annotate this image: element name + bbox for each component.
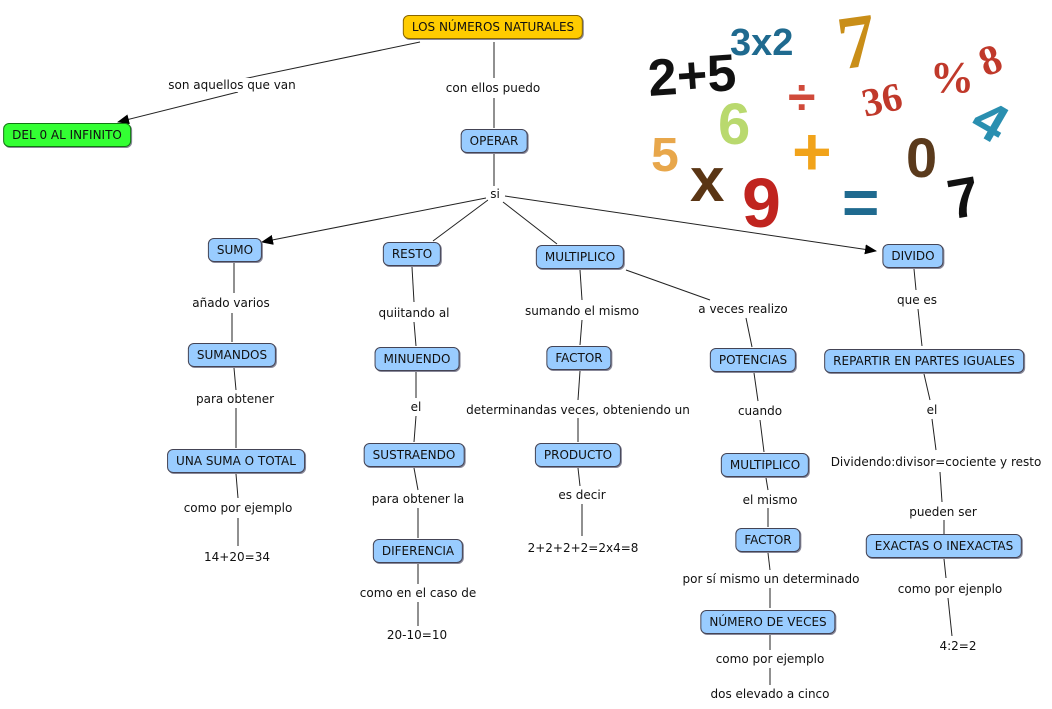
- node-producto[interactable]: PRODUCTO: [534, 443, 622, 467]
- decor-0: 0: [906, 126, 938, 189]
- node-diferencia[interactable]: DIFERENCIA: [372, 539, 464, 563]
- node-factor[interactable]: FACTOR: [546, 346, 612, 370]
- node-potencias[interactable]: POTENCIAS: [709, 348, 797, 372]
- decor-3x2: 3x2: [730, 22, 794, 64]
- node-operar[interactable]: OPERAR: [460, 129, 528, 153]
- node-factor-2[interactable]: FACTOR: [735, 528, 801, 552]
- decor-divide: ÷: [788, 69, 816, 125]
- label-que-es: que es: [894, 293, 940, 307]
- root-node[interactable]: LOS NÚMEROS NATURALES: [402, 15, 584, 39]
- label-como-ejemplo-suma: como por ejemplo: [181, 501, 295, 515]
- label-pueden-ser: pueden ser: [907, 505, 979, 519]
- decor-plus: +: [792, 114, 832, 190]
- decor-percent: %: [930, 53, 974, 102]
- label-como-ejemplo-pot: como por ejemplo: [713, 652, 827, 666]
- label-para-obtener-la: para obtener la: [369, 492, 467, 506]
- label-a-veces: a veces realizo: [696, 302, 790, 316]
- label-ejemplo-suma: 14+20=34: [202, 550, 272, 564]
- node-resto[interactable]: RESTO: [382, 242, 442, 266]
- node-del-0-al-infinito[interactable]: DEL 0 AL INFINITO: [3, 123, 131, 147]
- node-suma-total[interactable]: UNA SUMA O TOTAL: [167, 449, 305, 473]
- decor-5: 5: [650, 130, 681, 187]
- label-el-2: el: [924, 403, 940, 417]
- label-determinadas-veces: determinandas veces, obteniendo un: [464, 403, 692, 417]
- node-numero-de-veces[interactable]: NÚMERO DE VECES: [700, 610, 836, 634]
- label-ejemplo-resta: 20-10=10: [384, 628, 450, 642]
- node-exactas-inexactas[interactable]: EXACTAS O INEXACTAS: [865, 534, 1023, 558]
- label-si: si: [488, 187, 502, 201]
- node-minuendo[interactable]: MINUENDO: [374, 347, 460, 371]
- decor-equals: =: [842, 166, 880, 238]
- label-el-mismo: el mismo: [740, 493, 800, 507]
- node-multiplico[interactable]: MULTIPLICO: [535, 245, 625, 269]
- label-como-caso: como en el caso de: [357, 586, 479, 600]
- label-cuando: cuando: [735, 404, 785, 418]
- label-es-decir: es decir: [556, 488, 608, 502]
- label-son-aquellos: son aquellos que van: [166, 78, 298, 92]
- label-por-si-mismo: por sí mismo un determinado: [680, 572, 862, 586]
- label-el: el: [408, 400, 424, 414]
- label-ejemplo-mult: 2+2+2+2=2x4=8: [525, 541, 641, 555]
- node-divido[interactable]: DIVIDO: [882, 244, 944, 268]
- node-sustraendo[interactable]: SUSTRAENDO: [363, 443, 465, 467]
- decor-9: 9: [742, 164, 781, 242]
- node-sumo[interactable]: SUMO: [207, 238, 263, 262]
- label-ejemplo-div: 4:2=2: [937, 639, 979, 653]
- decor-x: x: [690, 146, 725, 215]
- label-para-obtener: para obtener: [193, 392, 277, 406]
- label-dividendo: Dividendo:divisor=cociente y resto: [828, 455, 1044, 469]
- label-anado-varios: añado varios: [190, 296, 272, 310]
- node-sumandos[interactable]: SUMANDOS: [187, 343, 277, 367]
- node-multiplico-2[interactable]: MULTIPLICO: [720, 453, 810, 477]
- decor-6: 6: [718, 92, 751, 157]
- label-con-ellos: con ellos puedo: [443, 81, 543, 95]
- node-repartir[interactable]: REPARTIR EN PARTES IGUALES: [824, 349, 1024, 373]
- label-dos-elevado: dos elevado a cinco: [708, 687, 832, 701]
- label-quitando: quiitando al: [376, 306, 452, 320]
- label-sumando-mismo: sumando el mismo: [522, 304, 642, 318]
- label-como-ejenplo: como por ejenplo: [895, 582, 1005, 596]
- decor-36: 36: [857, 73, 907, 126]
